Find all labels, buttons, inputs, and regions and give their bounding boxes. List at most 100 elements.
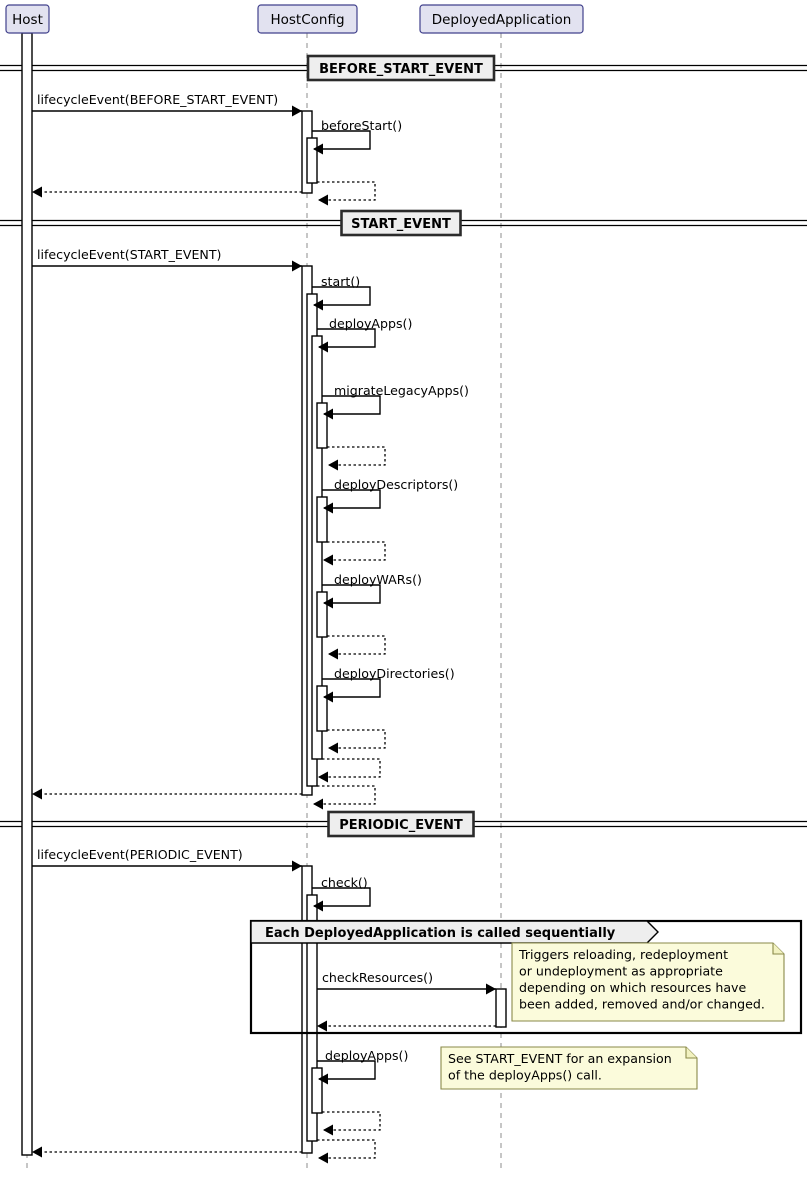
activation-bar-a-cfg-2d4 <box>316 685 328 732</box>
message-path <box>322 489 381 509</box>
message-m1[interactable]: lifecycleEvent(BEFORE_START_EVENT) <box>32 92 302 117</box>
message-m20[interactable]: check() <box>312 875 371 912</box>
arrowhead <box>318 194 328 206</box>
message-m13[interactable] <box>327 635 386 660</box>
message-m6[interactable]: start() <box>312 274 371 311</box>
message-m10[interactable]: deployDescriptors() <box>322 477 458 514</box>
message-label: start() <box>321 274 360 289</box>
arrowhead <box>323 1124 333 1136</box>
arrowhead <box>323 502 333 514</box>
arrowhead <box>317 1020 327 1032</box>
message-m4[interactable] <box>32 186 302 198</box>
message-m5[interactable]: lifecycleEvent(START_EVENT) <box>32 247 302 272</box>
divider-start: START_EVENT <box>0 209 807 237</box>
arrowhead <box>328 742 338 754</box>
notes-layer: Triggers reloading, redeployment or undep… <box>440 942 785 1090</box>
note-line: Triggers reloading, redeployment <box>518 947 728 962</box>
arrowhead <box>323 408 333 420</box>
note-fold-corner <box>685 1047 697 1059</box>
arrowhead <box>328 459 338 471</box>
message-m11[interactable] <box>323 541 386 566</box>
activations-layer <box>21 32 507 1156</box>
message-label: lifecycleEvent(PERIODIC_EVENT) <box>37 847 243 862</box>
message-m23[interactable]: deployApps() <box>317 1048 408 1085</box>
activation-bar-a-cfg-3b <box>306 894 318 1142</box>
groups-layer: Each DeployedApplication is called seque… <box>249 919 803 1035</box>
message-path <box>317 328 376 348</box>
message-m7[interactable]: deployApps() <box>317 316 412 353</box>
note-line: or undeployment as appropriate <box>519 964 723 979</box>
message-path <box>322 584 381 604</box>
message-m14[interactable]: deployDirectories() <box>322 666 455 703</box>
message-m24[interactable] <box>322 1111 381 1136</box>
messages-layer: lifecycleEvent(BEFORE_START_EVENT)before… <box>32 92 496 1164</box>
message-label: checkResources() <box>322 970 433 985</box>
arrowhead <box>292 260 302 272</box>
divider-label: PERIODIC_EVENT <box>339 818 463 833</box>
activation-bar-a-dep-1 <box>495 988 507 1028</box>
message-m15[interactable] <box>327 729 386 754</box>
message-label: lifecycleEvent(BEFORE_START_EVENT) <box>37 92 278 107</box>
note-line: of the deployApps() call. <box>448 1068 602 1083</box>
divider-before-start: BEFORE_START_EVENT <box>0 54 807 82</box>
message-label: deployApps() <box>325 1048 408 1063</box>
participants-layer: Host HostConfig DeployedApplication <box>5 4 584 34</box>
message-label: deployDescriptors() <box>334 477 458 492</box>
message-path <box>327 729 386 749</box>
activation-bar-a-host-main <box>21 32 33 1156</box>
message-m17[interactable] <box>313 785 376 810</box>
arrowhead <box>292 105 302 117</box>
message-m2[interactable]: beforeStart() <box>312 118 402 155</box>
participant-label-host: Host <box>12 12 43 28</box>
message-m12[interactable]: deployWARs() <box>322 572 422 609</box>
message-m19[interactable]: lifecycleEvent(PERIODIC_EVENT) <box>32 847 302 872</box>
participant-box-host <box>5 4 50 34</box>
message-path <box>322 678 381 698</box>
arrowhead <box>318 1073 328 1085</box>
activation-bar-a-cfg-2d3 <box>316 591 328 638</box>
arrowhead <box>486 983 496 995</box>
message-m21[interactable]: checkResources() <box>317 970 496 995</box>
message-m18[interactable] <box>32 788 302 800</box>
note-line: been added, removed and/or changed. <box>519 997 765 1012</box>
note-body <box>511 942 785 1022</box>
note-fold-corner <box>772 943 784 955</box>
divider-periodic: PERIODIC_EVENT <box>0 810 807 838</box>
participant-deplapp[interactable]: DeployedApplication <box>419 4 584 34</box>
participant-label-deplapp: DeployedApplication <box>432 12 572 28</box>
group-header-tab <box>250 920 659 944</box>
message-m26[interactable] <box>32 1146 302 1158</box>
message-label: beforeStart() <box>321 118 402 133</box>
dividers-layer: BEFORE_START_EVENT START_EVENT PERIODIC_EV… <box>0 54 807 838</box>
arrowhead <box>318 341 328 353</box>
message-path <box>327 635 386 655</box>
activation-bar-a-cfg-2d2 <box>316 496 328 543</box>
divider-label: START_EVENT <box>351 217 451 232</box>
participant-config[interactable]: HostConfig <box>257 4 358 34</box>
message-path <box>322 1111 381 1131</box>
message-path <box>317 1139 376 1159</box>
message-m8[interactable]: migrateLegacyApps() <box>322 383 469 420</box>
participant-label-config: HostConfig <box>270 12 344 28</box>
arrowhead <box>292 860 302 872</box>
message-m3[interactable] <box>317 181 376 206</box>
arrowhead <box>313 900 323 912</box>
message-m25[interactable] <box>317 1139 376 1164</box>
message-label: check() <box>321 875 368 890</box>
arrowhead <box>313 143 323 155</box>
participant-host[interactable]: Host <box>5 4 50 34</box>
arrowhead <box>323 597 333 609</box>
message-path <box>322 395 381 415</box>
group-label: Each DeployedApplication is called seque… <box>265 926 616 941</box>
message-m22[interactable] <box>317 1020 496 1032</box>
message-label: deployApps() <box>329 316 412 331</box>
message-m16[interactable] <box>318 758 381 783</box>
message-path <box>317 1060 376 1080</box>
note-body <box>440 1046 698 1090</box>
message-path <box>319 758 381 778</box>
message-m9[interactable] <box>327 446 386 471</box>
message-label: deployWARs() <box>334 572 422 587</box>
activation-bar-a-cfg-2c <box>311 335 323 760</box>
